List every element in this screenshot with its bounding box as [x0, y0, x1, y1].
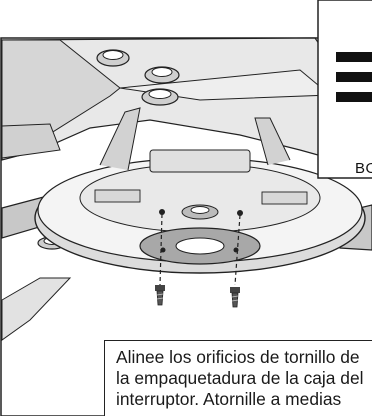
caption-line: interruptor. Atornille a medias [116, 389, 342, 409]
gasket [139, 227, 261, 265]
grommet [144, 66, 180, 84]
caption-line: la empaquetadura de la caja del [116, 368, 364, 388]
screw-right [230, 287, 240, 308]
fan-blade-left-upper [1, 123, 61, 159]
screw-left [155, 285, 165, 306]
mounting-plate [34, 107, 366, 274]
inset-box [317, 0, 372, 179]
grommet [141, 88, 179, 106]
inset-label: BO [355, 160, 372, 177]
grommet [96, 49, 130, 67]
fan-blade-lower-left [1, 277, 72, 341]
instruction-caption: Alinee los orificios de tornillo de la e… [104, 340, 372, 416]
caption-line: Alinee los orificios de tornillo de [116, 347, 360, 367]
alignment-line-right [234, 214, 241, 286]
alignment-line-left [159, 213, 163, 286]
